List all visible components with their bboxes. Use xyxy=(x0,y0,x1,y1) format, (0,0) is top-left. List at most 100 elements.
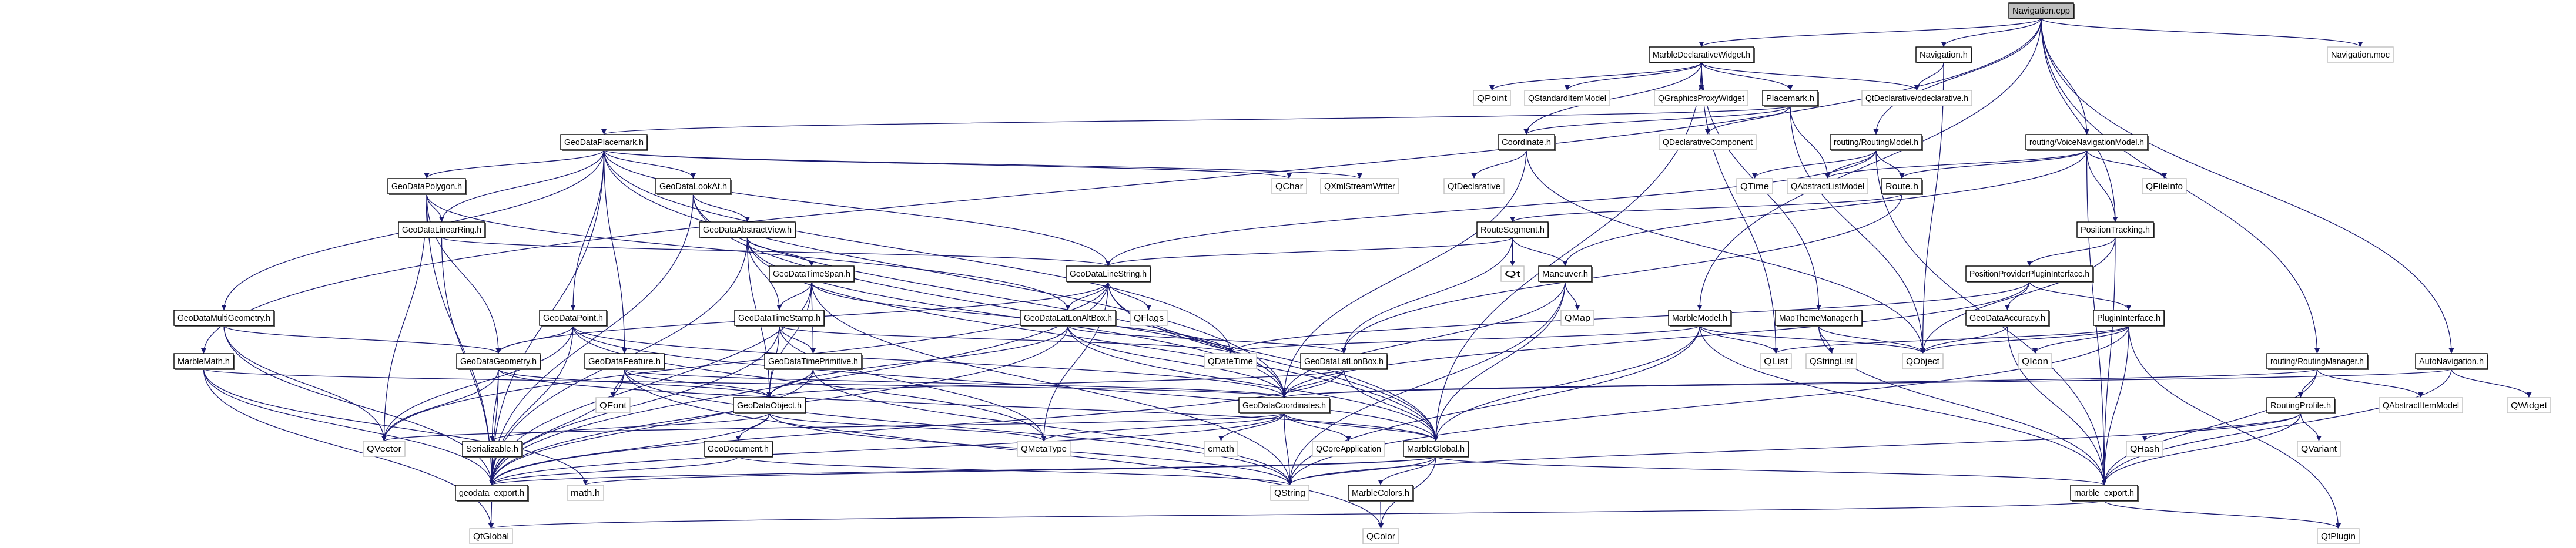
edge-geodatafeature-h-to-geodata-export-h xyxy=(489,368,625,486)
node-qabstractlistmodel: QAbstractListModel xyxy=(1787,178,1868,194)
node-box xyxy=(1881,178,1922,194)
node-geodatalinestring-h[interactable]: GeoDataLineString.h xyxy=(1066,265,1151,283)
node-qabstractitemmodel: QAbstractItemModel xyxy=(2379,397,2463,413)
node-marbledeclarativewidget-h[interactable]: MarbleDeclarativeWidget.h xyxy=(1649,46,1755,63)
node-shadow xyxy=(2268,399,2336,414)
edge-positionproviderplugininterface-h-to-geodataaccuracy-h xyxy=(2005,281,2030,311)
node-plugininterface-h[interactable]: PluginInterface.h xyxy=(2093,310,2165,327)
node-qtplugin: QtPlugin xyxy=(2317,528,2360,544)
node-marbleglobal-h[interactable]: MarbleGlobal.h xyxy=(1403,441,1469,458)
node-qwidget: QWidget xyxy=(2507,397,2551,413)
node-mapthememanager-h[interactable]: MapThemeManager.h xyxy=(1775,310,1863,327)
node-positionproviderplugininterface-h[interactable]: PositionProviderPluginInterface.h xyxy=(1965,265,2094,283)
node-qmetatype: QMetaType xyxy=(1017,441,1071,457)
node-shadow xyxy=(1967,267,2094,283)
edge-route-h-to-geodatalatlonbox-h xyxy=(1341,193,1902,354)
node-label: GeoDataMultiGeometry.h xyxy=(177,313,270,323)
node-label: GeoDataGeometry.h xyxy=(460,357,537,367)
node-label: Navigation.h xyxy=(1920,50,1968,60)
node-maneuver-h[interactable]: Maneuver.h xyxy=(1538,265,1593,283)
node-shadow xyxy=(1670,311,1732,327)
node-serializable-h[interactable]: Serializable.h xyxy=(462,441,523,458)
node-geodatalinearring-h[interactable]: GeoDataLinearRing.h xyxy=(398,221,486,238)
node-routesegment-h[interactable]: RouteSegment.h xyxy=(1476,221,1549,238)
node-label: math.h xyxy=(571,488,600,498)
node-navigation-h[interactable]: Navigation.h xyxy=(1915,46,1972,63)
edge-plugininterface-h-to-qstring xyxy=(1287,325,2129,486)
node-label: QList xyxy=(1764,357,1788,367)
node-qflags: QFlags xyxy=(1130,310,1168,326)
node-marblemodel-h[interactable]: MarbleModel.h xyxy=(1668,310,1732,327)
node-placemark-h[interactable]: Placemark.h xyxy=(1762,90,1819,107)
node-geodatatimestamp-h[interactable]: GeoDataTimeStamp.h xyxy=(734,310,825,327)
node-label: PositionTracking.h xyxy=(2081,225,2150,235)
node-geodatacoordinates-h[interactable]: GeoDataCoordinates.h xyxy=(1238,397,1331,414)
node-routingprofile-h[interactable]: RoutingProfile.h xyxy=(2266,397,2336,414)
node-box xyxy=(733,397,806,413)
node-geodatalookat-h[interactable]: GeoDataLookAt.h xyxy=(655,178,732,195)
node-coordinate-h[interactable]: Coordinate.h xyxy=(1498,134,1556,151)
edge-geodataobject-h-to-geodocument-h xyxy=(735,412,770,442)
node-autonavigation-h[interactable]: AutoNavigation.h xyxy=(2415,353,2488,370)
node-shadow xyxy=(1777,311,1863,327)
node-geodataplacemark-h[interactable]: GeoDataPlacemark.h xyxy=(560,134,648,151)
node-routing-voicenavigationmodel-h[interactable]: routing/VoiceNavigationModel.h xyxy=(2025,134,2149,151)
node-box xyxy=(1560,310,1594,326)
node-marblecolors-h[interactable]: MarbleColors.h xyxy=(1348,485,1414,502)
node-shadow xyxy=(389,180,467,195)
edge-routing-routingmanager-h-to-marble-export-h xyxy=(2101,368,2318,486)
node-label: marble_export.h xyxy=(2074,488,2134,498)
edge-routing-voicenavigationmodel-h-to-maneuver-h xyxy=(1562,149,2088,267)
edge-navigation-cpp-to-autonavigation-h xyxy=(2041,18,2454,354)
node-geodatalatlonbox-h[interactable]: GeoDataLatLonBox.h xyxy=(1300,353,1388,370)
node-geodatafeature-h[interactable]: GeoDataFeature.h xyxy=(584,353,665,370)
node-geodocument-h[interactable]: GeoDocument.h xyxy=(704,441,773,458)
node-geodatapoint-h[interactable]: GeoDataPoint.h xyxy=(539,310,608,327)
node-box xyxy=(469,528,513,544)
node-geodatapolygon-h[interactable]: GeoDataPolygon.h xyxy=(387,178,467,195)
node-navigation-cpp[interactable]: Navigation.cpp xyxy=(2008,2,2075,19)
node-label: QPoint xyxy=(1477,93,1508,103)
edge-marbleglobal-h-to-qstring xyxy=(1287,456,1436,486)
node-marble-export-h[interactable]: marble_export.h xyxy=(2070,485,2139,502)
node-label: QStringList xyxy=(1810,357,1854,367)
node-navigation-moc: Navigation.moc xyxy=(2327,46,2394,63)
node-geodatalatlonaltbox-h[interactable]: GeoDataLatLonAltBox.h xyxy=(1020,310,1117,327)
node-geodatatimeprimitive-h[interactable]: GeoDataTimePrimitive.h xyxy=(764,353,863,370)
node-qhash: QHash xyxy=(2126,441,2163,457)
node-geodataabstractview-h[interactable]: GeoDataAbstractView.h xyxy=(699,221,796,238)
edge-geodatacoordinates-h-to-cmath xyxy=(1218,412,1285,442)
edge-geodatapoint-h-to-marbleglobal-h xyxy=(572,325,1439,442)
node-positiontracking-h[interactable]: PositionTracking.h xyxy=(2076,221,2155,238)
edge-geodatalinestring-h-to-qmetatype xyxy=(1041,281,1109,442)
node-qmap: QMap xyxy=(1560,310,1594,326)
node-geodataaccuracy-h[interactable]: GeoDataAccuracy.h xyxy=(1965,310,2050,327)
node-label: GeoDataLatLonAltBox.h xyxy=(1024,313,1112,323)
node-geodatatimespan-h[interactable]: GeoDataTimeSpan.h xyxy=(769,265,855,283)
edge-geodataabstractview-h-to-geodatatimespan-h xyxy=(746,237,815,267)
edge-navigation-cpp-to-routing-voicenavigationmodel-h xyxy=(2041,18,2089,135)
edge-marblemath-h-to-geodatacoordinates-h xyxy=(203,368,1287,398)
node-geodata-export-h[interactable]: geodata_export.h xyxy=(455,485,529,502)
node-box xyxy=(1238,397,1330,413)
node-box xyxy=(1736,178,1773,194)
node-geodatageometry-h[interactable]: GeoDataGeometry.h xyxy=(456,353,541,370)
node-label: routing/VoiceNavigationModel.h xyxy=(2029,137,2144,147)
node-route-h[interactable]: Route.h xyxy=(1881,178,1923,195)
node-routing-routingmanager-h[interactable]: routing/RoutingManager.h xyxy=(2266,353,2369,370)
node-qtglobal: QtGlobal xyxy=(469,528,513,544)
edge-marbleglobal-h-to-marble-export-h xyxy=(1435,456,2107,486)
node-routing-routingmodel-h[interactable]: routing/RoutingModel.h xyxy=(1830,134,1923,151)
node-geodatamultigeometry-h[interactable]: GeoDataMultiGeometry.h xyxy=(173,310,275,327)
node-label: QTime xyxy=(1740,181,1769,191)
edge-autonavigation-h-to-marble-export-h xyxy=(2101,368,2452,486)
edge-geodatalatlonaltbox-h-to-geodataobject-h xyxy=(766,325,1068,398)
node-box xyxy=(1271,178,1307,194)
node-shadow xyxy=(657,180,732,195)
node-marblemath-h[interactable]: MarbleMath.h xyxy=(173,353,235,370)
node-box xyxy=(1902,353,1944,369)
node-geodataobject-h[interactable]: GeoDataObject.h xyxy=(733,397,806,414)
node-label: QtPlugin xyxy=(2321,532,2356,542)
node-qgraphicsproxywidget: QGraphicsProxyWidget xyxy=(1654,90,1748,106)
node-shadow xyxy=(2078,223,2155,238)
